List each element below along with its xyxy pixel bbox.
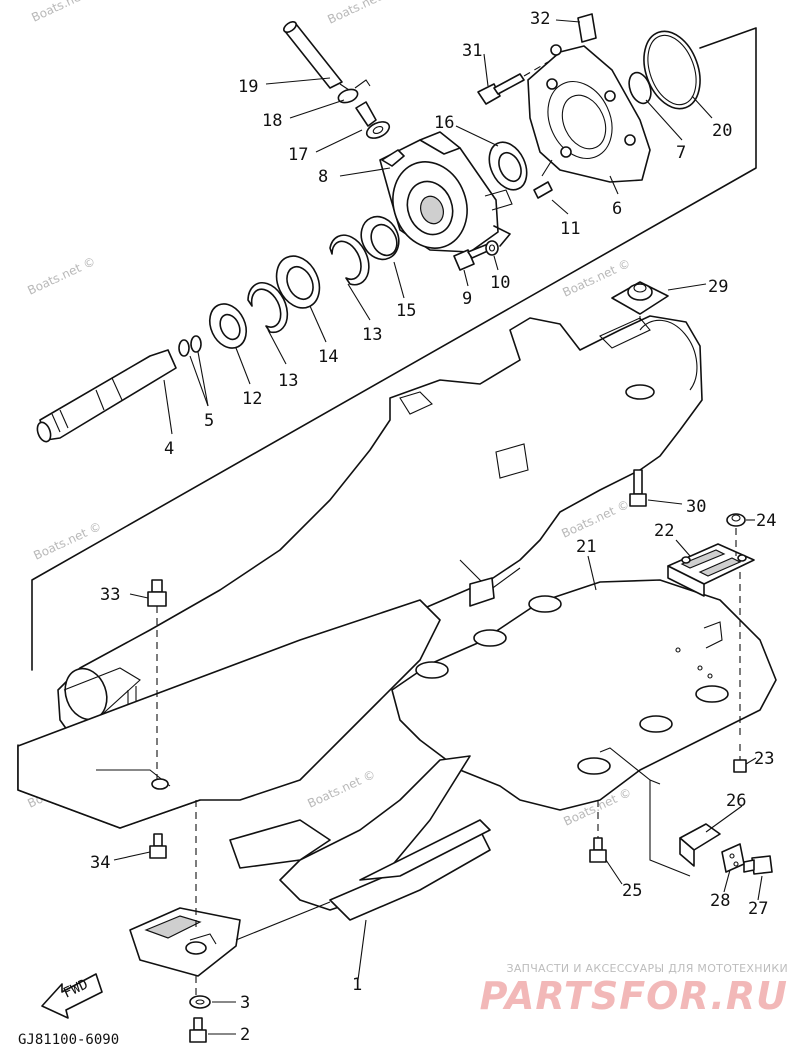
bolt-31 [477,61,549,105]
part-labels: 19 18 17 8 16 31 32 7 20 6 11 10 9 15 13… [90,9,776,1045]
bearing-12 [208,303,248,349]
o-rings-5 [178,335,202,357]
label-1: 1 [352,975,362,995]
drawing-code: GJ81100-6090 [18,1032,119,1048]
label-22: 22 [654,521,674,541]
bolt-34 [149,833,167,859]
bolt-27 [743,855,773,875]
label-9: 9 [462,289,472,309]
nut-24 [726,513,746,556]
clamp-18 [337,79,371,104]
watermark-top-center: Boats.net © [325,0,397,27]
brand-tagline: ЗАПЧАСТИ И АКСЕССУАРЫ ДЛЯ МОТОТЕХНИКИ [506,962,788,975]
clip-32 [577,13,597,43]
label-29: 29 [708,277,728,297]
label-21: 21 [576,537,596,557]
cover-6 [527,44,651,183]
washer-10 [485,240,499,256]
label-3: 3 [240,993,250,1013]
label-13-left: 13 [278,371,298,391]
pin-11 [533,159,553,199]
label-18: 18 [262,111,282,131]
bolt-30 [629,469,647,507]
bolt-2 [189,1017,207,1043]
label-24: 24 [756,511,776,531]
label-27: 27 [748,899,768,919]
label-23: 23 [754,749,774,769]
label-12: 12 [242,389,262,409]
main-housing-1 [57,315,703,757]
plate-28 [721,843,745,873]
label-14: 14 [318,347,338,367]
label-2: 2 [240,1025,250,1045]
label-7: 7 [676,143,686,163]
label-11: 11 [560,219,580,239]
fwd-arrow-icon: FWD [41,973,103,1019]
nipple-17 [355,101,391,139]
bolt-9 [453,243,491,271]
watermark-center-lower: Boats.net © [305,767,377,811]
sleeve-15 [360,215,400,261]
label-13-right: 13 [362,325,382,345]
intake-lower [229,755,491,921]
label-19: 19 [238,77,258,97]
label-25: 25 [622,881,642,901]
label-10: 10 [490,273,510,293]
label-30: 30 [686,497,706,517]
shaft-4 [36,349,177,443]
label-8: 8 [318,167,328,187]
circlip-13b [329,234,370,286]
housing-8 [379,131,513,253]
label-15: 15 [396,301,416,321]
brand-logo: PARTSFOR.RU [479,974,788,1018]
o-ring-20 [643,30,701,110]
label-28: 28 [710,891,730,911]
label-34: 34 [90,853,110,873]
circlip-13a [247,282,289,334]
label-17: 17 [288,145,308,165]
ride-plate-21 [391,560,777,877]
leader-lines [113,19,763,1035]
label-20: 20 [712,121,732,141]
label-5: 5 [204,411,214,431]
label-31: 31 [462,41,482,61]
watermark-left-middle: Boats.net © [31,519,103,563]
block-26 [679,823,721,867]
label-33: 33 [100,585,120,605]
bracket-22 [667,543,755,597]
label-16: 16 [434,113,454,133]
label-4: 4 [164,439,174,459]
bolt-33 [147,579,169,790]
washer-3 [189,995,211,1009]
label-26: 26 [726,791,746,811]
label-32: 32 [530,9,550,29]
bearing-14 [275,255,321,309]
part-1-block [129,800,331,996]
label-6: 6 [612,199,622,219]
bolt-25 [589,800,607,863]
watermark-left-upper: Boats.net © [25,254,97,298]
bolt-23 [733,744,747,773]
seal-16 [488,141,528,191]
watermark-top-left: Boats.net © [29,0,101,25]
